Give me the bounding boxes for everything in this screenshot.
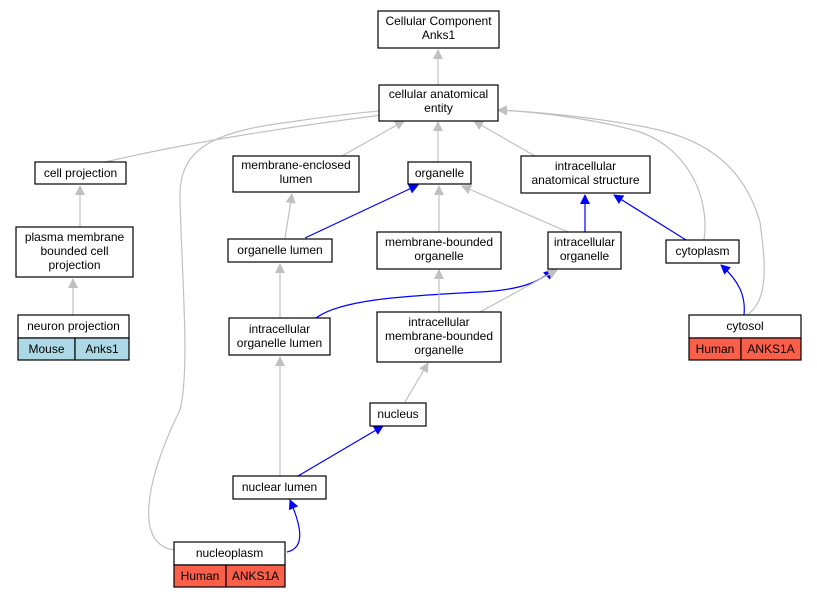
edge-imbo-to-intorg [479,269,558,313]
node-intorg-line-1: intracellular [554,235,615,249]
node-orglumen-line-1: organelle lumen [237,243,322,257]
node-intracellular-anatomical-structure[interactable]: intracellular anatomical structure [520,155,651,194]
edge-cytoplasm-to-ias [613,194,687,241]
cell-gene-label: Anks1 [85,342,119,356]
node-pmbcp-line-3: projection [48,258,100,272]
edge-cellproj-to-cae [104,110,391,163]
annotation-neuron-projection: Mouse Anks1 [17,337,130,361]
edge-mel-to-cae [341,120,405,157]
edges [68,49,765,553]
node-imbo-line-3: organelle [414,343,464,357]
node-nucleus-line-1: nucleus [377,407,418,421]
node-cytoplasm-line-1: cytoplasm [675,244,729,258]
node-nucleoplasm-line-1: nucleoplasm [196,546,263,560]
node-root-line-1: Cellular Component [385,14,492,28]
node-mel-line-2: lumen [280,172,313,186]
edge-nucleoplasm-to-nuclumen [286,499,301,553]
edge-ias-to-cae [473,120,536,157]
node-pmbcp-line-2: bounded cell [40,244,108,258]
node-organelle-line-1: organelle [415,166,465,180]
node-intracellular-organelle-lumen[interactable]: intracellular organelle lumen [228,317,331,356]
edge-nuclumen-to-nucleus [297,425,384,477]
edge-nucleus-to-imbo [404,362,429,403]
annotation-cytosol: Human ANKS1A [688,337,802,361]
cell-species-label: Human [696,342,735,356]
node-cytoplasm[interactable]: cytoplasm [665,239,740,264]
edge-intorg-to-organelle [461,184,569,233]
node-intorg-line-2: organelle [560,249,610,263]
cell-gene-label: ANKS1A [747,342,794,356]
node-cellular-anatomical-entity[interactable]: cellular anatomical entity [378,84,499,122]
node-organelle[interactable]: organelle [407,161,472,185]
node-root[interactable]: Cellular Component Anks1 [377,10,500,49]
cell-gene-label: ANKS1A [232,569,279,583]
node-plasma-membrane-bounded-cell-projection[interactable]: plasma membrane bounded cell projection [15,226,134,278]
node-root-line-2: Anks1 [422,28,456,42]
edge-iol-to-intorg [315,269,554,319]
node-cae-line-1: cellular anatomical [389,87,488,101]
node-neuron-projection[interactable]: neuron projection [17,314,130,339]
node-intracellular-organelle[interactable]: intracellular organelle [547,231,622,270]
cell-species-label: Mouse [28,342,64,356]
node-nuclumen-line-1: nuclear lumen [242,480,317,494]
node-cell-projection[interactable]: cell projection [34,161,127,185]
node-mbo-line-1: membrane-bounded [385,235,493,249]
edge-nucleoplasm-to-cae [148,105,391,551]
cell-gene-anks1 [74,337,130,361]
edge-cytosol-to-cae [497,105,765,316]
node-imbo-line-2: membrane-bounded [385,329,493,343]
node-membrane-bounded-organelle[interactable]: membrane-bounded organelle [376,231,502,270]
node-nucleoplasm[interactable]: nucleoplasm [173,541,286,566]
node-nuclear-lumen[interactable]: nuclear lumen [232,475,327,500]
node-mbo-line-2: organelle [414,249,464,263]
node-intracellular-membrane-bounded-organelle[interactable]: intracellular membrane-bounded organelle [376,311,502,363]
node-membrane-enclosed-lumen[interactable]: membrane-enclosed lumen [232,155,360,193]
node-nucleus[interactable]: nucleus [369,402,427,427]
node-cae-line-2: entity [424,101,453,115]
cell-gene-anks1a [225,564,286,588]
edge-orglumen-to-mel [284,193,296,239]
node-mel-line-1: membrane-enclosed [241,158,350,172]
cell-gene-anks1a [740,337,802,361]
node-ias-line-2: anatomical structure [531,173,639,187]
node-cell-projection-line-1: cell projection [44,166,117,180]
node-cytosol-line-1: cytosol [726,319,763,333]
edge-orglumen-to-organelle [304,184,419,239]
node-cytosol[interactable]: cytosol [688,314,802,339]
cell-species-label: Human [181,569,220,583]
node-ias-line-1: intracellular [555,159,616,173]
node-iol-line-2: organelle lumen [237,336,322,350]
node-imbo-line-1: intracellular [408,315,469,329]
annotation-nucleoplasm: Human ANKS1A [173,564,286,588]
node-organelle-lumen[interactable]: organelle lumen [227,238,333,263]
node-neuronproj-line-1: neuron projection [27,319,120,333]
edge-cytosol-to-cytoplasm [720,264,745,316]
edge-cytoplasm-to-cae [497,105,706,241]
node-pmbcp-line-1: plasma membrane [25,230,125,244]
node-iol-line-1: intracellular [249,322,310,336]
